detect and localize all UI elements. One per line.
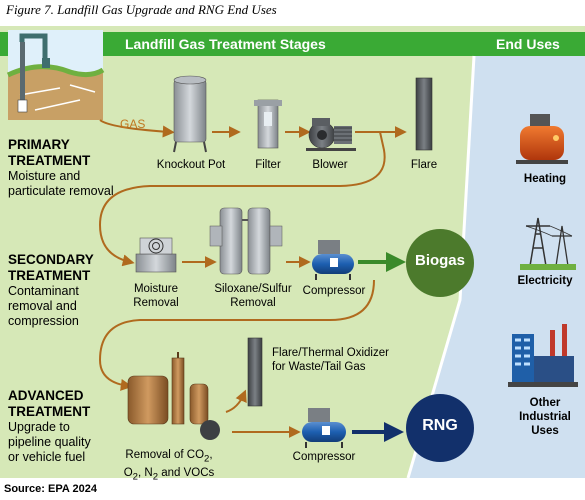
subscript: 2 [152, 471, 159, 483]
stage-primary-desc-1: Moisture and [8, 169, 81, 183]
biogas-circle [406, 229, 474, 297]
subscript: 2 [204, 453, 210, 465]
rng-label: RNG [422, 417, 458, 434]
stage-advanced-desc-1: Upgrade to [8, 420, 70, 434]
label-flare-oxidizer: Flare/Thermal Oxidizer for Waste/Tail Ga… [272, 346, 392, 374]
moisture-removal-illustration [135, 237, 177, 273]
label-removal-o: O [123, 467, 133, 480]
end-use-electricity: Electricity [517, 275, 573, 287]
label-removal-end: and VOCs [158, 467, 215, 480]
label-filter: Filter [255, 159, 281, 171]
blower-illustration [306, 118, 356, 151]
rng-circle [406, 394, 474, 462]
label-siloxane-sulfur: Siloxane/Sulfur Removal [208, 282, 298, 310]
label-removal-n: , N [138, 467, 153, 480]
filter-illustration [254, 99, 282, 149]
industrial-icon [508, 324, 578, 387]
stage-advanced-title-2: TREATMENT [8, 404, 91, 419]
label-moisture-removal-2: Removal [133, 297, 179, 309]
electricity-icon [520, 217, 576, 270]
stage-advanced-desc-3: or vehicle fuel [8, 450, 86, 464]
end-use-industrial-2: Industrial [519, 411, 571, 423]
compressor-advanced-illustration [302, 408, 346, 448]
end-use-heating: Heating [523, 173, 567, 185]
label-flare-oxidizer-2: for Waste/Tail Gas [272, 361, 366, 373]
gas-label: GAS [120, 117, 146, 131]
label-moisture-removal-1: Moisture [133, 283, 179, 295]
compressor-secondary-illustration [312, 240, 354, 280]
source-note: Source: EPA 2024 [4, 483, 97, 495]
arrow-to-thermal-oxidizer [225, 389, 247, 413]
stage-advanced-desc-2: pipeline quality [8, 435, 91, 449]
flare-illustration [415, 77, 433, 151]
stage-secondary-title-2: TREATMENT [8, 268, 91, 283]
label-knockout-pot: Knockout Pot [156, 159, 226, 171]
label-moisture-removal: Moisture Removal [124, 282, 188, 310]
stage-advanced: ADVANCED TREATMENT Upgrade to pipeline q… [8, 388, 91, 465]
landfill-illustration [6, 30, 105, 120]
knockout-pot-illustration [173, 75, 207, 153]
stage-secondary-desc-3: compression [8, 314, 79, 328]
header-title: Landfill Gas Treatment Stages [125, 36, 326, 52]
label-siloxane-2: Removal [230, 297, 276, 309]
stage-secondary: SECONDARY TREATMENT Contaminant removal … [8, 252, 94, 329]
heating-icon [516, 114, 568, 164]
label-removal-co2: Removal of CO2, O2, N2 and VOCs [123, 449, 215, 483]
header-end-uses: End Uses [496, 36, 560, 52]
label-flare: Flare [410, 159, 438, 171]
stage-secondary-title-1: SECONDARY [8, 252, 94, 267]
label-siloxane-1: Siloxane/Sulfur [214, 283, 292, 295]
stage-primary-title-1: PRIMARY [8, 137, 70, 152]
end-use-industrial-3: Uses [531, 425, 559, 437]
thermal-oxidizer-illustration [247, 337, 263, 407]
stage-secondary-desc-2: removal and [8, 299, 77, 313]
connector-secondary-advanced [98, 279, 375, 391]
label-blower: Blower [312, 159, 348, 171]
end-use-industrial: Other Industrial Uses [505, 396, 585, 438]
stage-primary: PRIMARY TREATMENT Moisture and particula… [8, 137, 114, 199]
siloxane-sulfur-illustration [209, 207, 283, 275]
stage-advanced-title-1: ADVANCED [8, 388, 84, 403]
stage-secondary-desc-1: Contaminant [8, 284, 79, 298]
label-compressor-advanced: Compressor [292, 451, 356, 463]
connector-primary-secondary [98, 131, 386, 267]
co2-removal-illustration [127, 352, 220, 440]
end-use-industrial-1: Other [529, 397, 561, 409]
figure-caption: Figure 7. Landfill Gas Upgrade and RNG E… [6, 2, 277, 17]
gas-inlet-arrow [99, 119, 175, 138]
label-flare-oxidizer-1: Flare/Thermal Oxidizer [272, 347, 389, 359]
biogas-label: Biogas [414, 252, 465, 269]
label-compressor-secondary: Compressor [302, 285, 366, 297]
label-removal-co2-prefix: Removal of CO [125, 449, 205, 461]
stage-primary-desc-2: particulate removal [8, 184, 114, 198]
stage-primary-title-2: TREATMENT [8, 153, 91, 168]
subscript: 2 [132, 471, 138, 483]
